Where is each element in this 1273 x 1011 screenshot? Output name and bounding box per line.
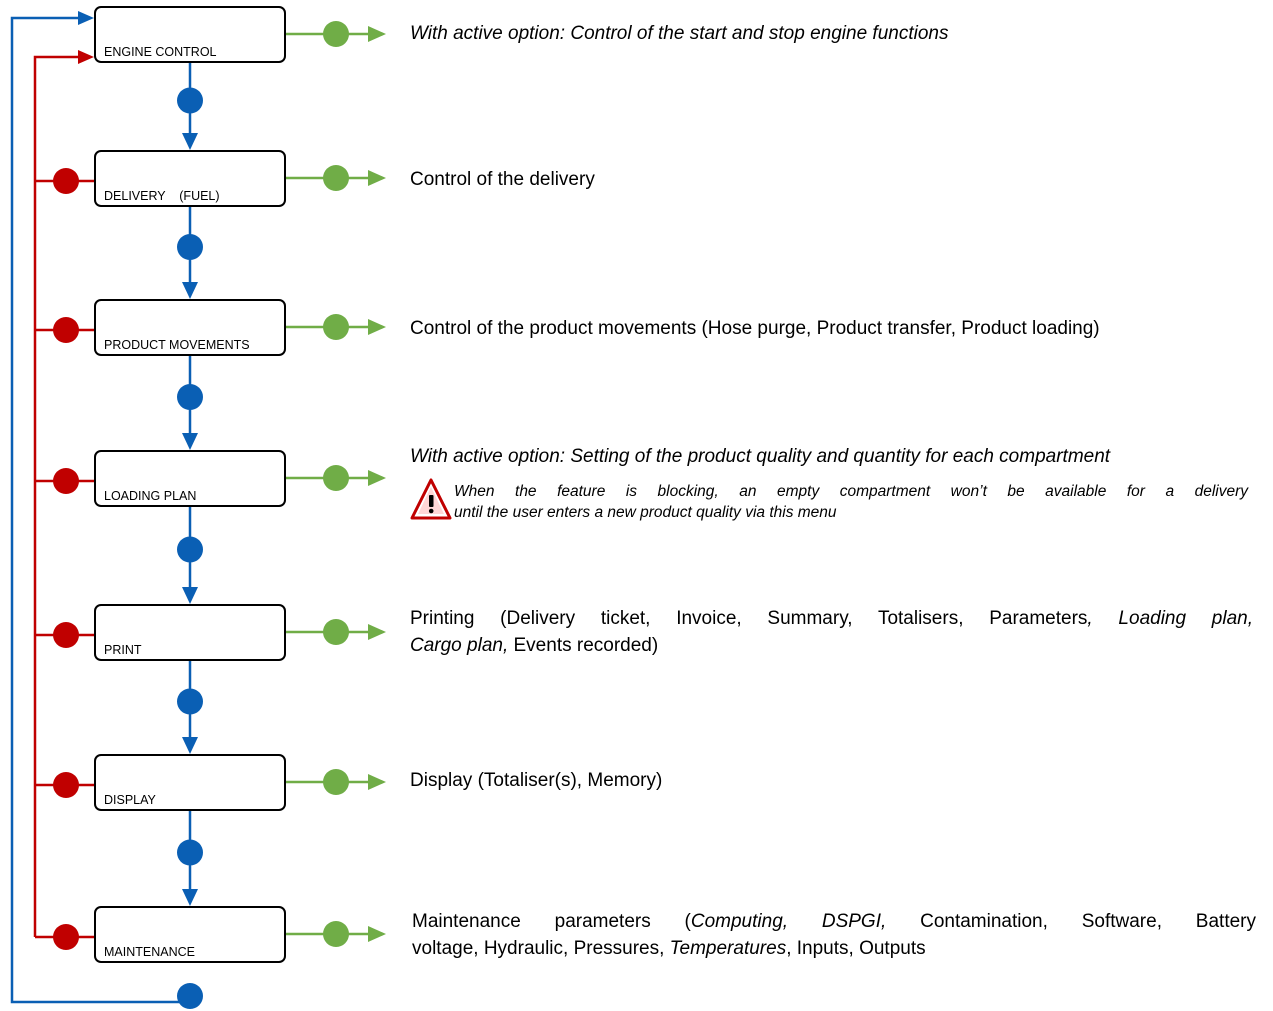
menu-label-engine-control: ENGINE CONTROL bbox=[104, 45, 217, 59]
green-output-dot bbox=[323, 619, 349, 645]
blue-link-arrowhead bbox=[182, 889, 198, 906]
warning-text-line1: When the feature is blocking, an empty c… bbox=[454, 483, 1248, 500]
blue-link-dot bbox=[177, 384, 203, 410]
menu-box-maintenance[interactable]: MAINTENANCE bbox=[94, 906, 286, 963]
green-output-arrowhead bbox=[368, 926, 386, 942]
red-branch-dot bbox=[53, 317, 79, 343]
blue-link-arrowhead bbox=[182, 737, 198, 754]
blue-link-dot bbox=[177, 839, 203, 866]
green-output-dot bbox=[323, 314, 349, 340]
warning-triangle-icon bbox=[410, 478, 452, 520]
green-output-dot bbox=[323, 769, 349, 795]
warning-text-line2: until the user enters a new product qual… bbox=[454, 504, 837, 521]
menu-box-delivery[interactable]: DELIVERY (FUEL) bbox=[94, 150, 286, 207]
red-branch-dot bbox=[53, 622, 79, 648]
green-output-dot bbox=[323, 165, 349, 191]
blue-loop-arrowhead bbox=[78, 11, 94, 25]
blue-loop-dot bbox=[177, 983, 203, 1009]
blue-link-dot bbox=[177, 688, 203, 715]
desc-loading-plan: With active option: Setting of the produ… bbox=[410, 446, 1111, 467]
desc-maintenance: Maintenance parameters (Computing, DSPGI… bbox=[412, 908, 1256, 962]
menu-box-display[interactable]: DISPLAY bbox=[94, 754, 286, 811]
desc-maintenance-line2: voltage, Hydraulic, Pressures, Temperatu… bbox=[412, 938, 926, 959]
menu-label-print: PRINT bbox=[104, 643, 142, 657]
desc-print-line1: Printing (Delivery ticket, Invoice, Summ… bbox=[410, 608, 1253, 629]
blue-link-arrowhead bbox=[182, 433, 198, 450]
menu-label-display: DISPLAY bbox=[104, 793, 156, 807]
red-branch-dot bbox=[53, 168, 79, 194]
green-output-dot bbox=[323, 921, 349, 947]
menu-label-maintenance: MAINTENANCE bbox=[104, 945, 195, 959]
desc-display: Display (Totaliser(s), Memory) bbox=[410, 770, 663, 791]
green-output-arrowhead bbox=[368, 470, 386, 486]
desc-delivery: Control of the delivery bbox=[410, 169, 595, 190]
green-output-arrowhead bbox=[368, 319, 386, 335]
blue-link-arrowhead bbox=[182, 587, 198, 604]
green-output-arrowhead bbox=[368, 170, 386, 186]
red-branch-dot bbox=[53, 468, 79, 494]
menu-box-product-movements[interactable]: PRODUCT MOVEMENTS bbox=[94, 299, 286, 356]
blue-link-dot bbox=[177, 87, 203, 114]
menu-label-delivery: DELIVERY (FUEL) bbox=[104, 189, 220, 203]
desc-maintenance-line1: Maintenance parameters (Computing, DSPGI… bbox=[412, 911, 1256, 932]
menu-label-loading-plan: LOADING PLAN bbox=[104, 489, 197, 503]
blue-link-arrowhead bbox=[182, 133, 198, 150]
blue-link-dot bbox=[177, 234, 203, 260]
red-return-line bbox=[33, 55, 78, 937]
desc-print: Printing (Delivery ticket, Invoice, Summ… bbox=[410, 605, 1253, 659]
menu-box-engine-control[interactable]: ENGINE CONTROL bbox=[94, 6, 286, 63]
menu-label-product-movements: PRODUCT MOVEMENTS bbox=[104, 338, 250, 352]
green-output-arrowhead bbox=[368, 624, 386, 640]
desc-product-movements: Control of the product movements (Hose p… bbox=[410, 318, 1100, 339]
green-output-dot bbox=[323, 21, 349, 47]
red-return-arrowhead bbox=[78, 50, 94, 64]
menu-box-print[interactable]: PRINT bbox=[94, 604, 286, 661]
menu-box-loading-plan[interactable]: LOADING PLAN bbox=[94, 450, 286, 507]
desc-print-line2: Cargo plan, Events recorded) bbox=[410, 635, 659, 656]
blue-link-dot bbox=[177, 536, 203, 563]
green-output-dot bbox=[323, 465, 349, 491]
red-branch-dot bbox=[53, 772, 79, 798]
red-branch-dot bbox=[53, 924, 79, 950]
green-output-arrowhead bbox=[368, 774, 386, 790]
desc-engine-control: With active option: Control of the start… bbox=[410, 23, 949, 44]
green-output-arrowhead bbox=[368, 26, 386, 42]
blue-link-arrowhead bbox=[182, 282, 198, 299]
